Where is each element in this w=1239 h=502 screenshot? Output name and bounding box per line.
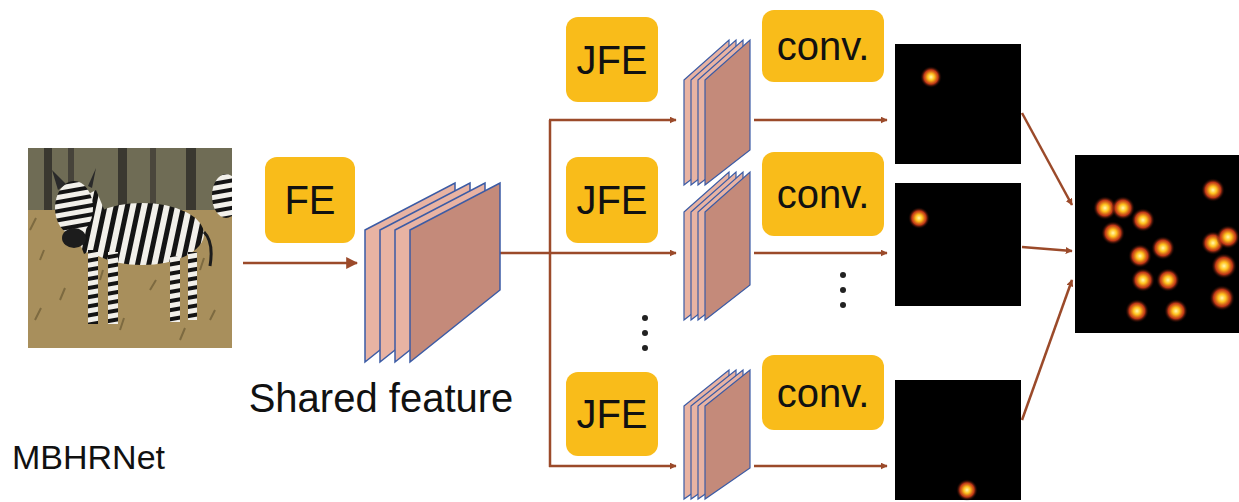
zebra-partial <box>212 174 232 218</box>
photo-ground <box>28 148 232 348</box>
flow-arrow <box>754 119 887 122</box>
heat-blob <box>1164 299 1188 323</box>
zebra-head <box>55 181 93 235</box>
flow-arrow <box>500 252 676 255</box>
flow-arrow <box>243 262 357 265</box>
dot <box>642 315 648 321</box>
module-label: JFE <box>576 39 647 81</box>
zebra-leg <box>88 250 98 324</box>
dot <box>840 272 846 278</box>
tree-trunk <box>44 148 52 218</box>
heat-blob <box>1111 196 1135 220</box>
module-label: JFE <box>576 393 647 435</box>
dot <box>840 302 846 308</box>
flow-arrow <box>549 465 676 468</box>
heat-blob <box>908 207 930 229</box>
feature-slice <box>410 183 500 362</box>
flow-arrow <box>754 252 887 255</box>
heat-blob <box>1209 285 1235 311</box>
zebra-photo <box>28 148 232 348</box>
heat-blob <box>1211 253 1237 279</box>
ellipsis-dots <box>642 272 846 351</box>
heat-blob <box>1156 268 1180 292</box>
zebra <box>52 168 211 324</box>
zebra-tail <box>204 232 211 266</box>
heatmap <box>895 183 1021 306</box>
heatmap-ground <box>895 380 1021 500</box>
module-label: conv. <box>777 372 870 414</box>
heatmap-ground <box>895 183 1021 306</box>
dot <box>642 330 648 336</box>
module-box: JFE <box>566 157 658 243</box>
module-box: JFE <box>566 372 658 456</box>
module-label: FE <box>284 179 335 221</box>
feature-slice <box>705 172 750 320</box>
heat-blob <box>1151 236 1175 260</box>
module-box: conv. <box>762 10 884 82</box>
flow-arrow <box>1022 247 1072 251</box>
module-box: conv. <box>762 152 884 236</box>
flow-arrow <box>1022 280 1072 420</box>
heat-blob <box>1201 178 1225 202</box>
branch-feature-stack <box>684 370 750 499</box>
tree-trunk <box>150 148 156 210</box>
combined-heatmap <box>1075 155 1239 333</box>
module-label: conv. <box>777 173 870 215</box>
module-label: JFE <box>576 179 647 221</box>
feature-slice <box>705 40 750 185</box>
heat-blob <box>956 479 978 501</box>
module-box: FE <box>265 157 355 243</box>
module-label: conv. <box>777 25 870 67</box>
dot <box>642 345 648 351</box>
feature-slice <box>705 370 750 499</box>
flow-arrow <box>754 465 887 468</box>
branch-feature-stack <box>684 40 750 185</box>
module-box: conv. <box>762 355 884 430</box>
heatmap-ground <box>895 44 1021 164</box>
heat-blob <box>1128 244 1152 268</box>
dot <box>840 287 846 293</box>
network-name: MBHRNet <box>12 440 165 474</box>
branch-line <box>549 120 552 467</box>
heatmap <box>895 44 1021 164</box>
heat-blob <box>1131 208 1155 232</box>
zebra-muzzle <box>62 228 86 248</box>
heat-blob <box>920 66 942 88</box>
heat-blob <box>1216 225 1239 249</box>
tree-trunk <box>186 148 196 218</box>
heat-blob <box>1125 299 1149 323</box>
zebra-ear <box>52 170 66 190</box>
flow-arrow <box>1022 113 1072 205</box>
heat-blob <box>1131 268 1155 292</box>
flow-arrow <box>549 119 676 122</box>
module-box: JFE <box>566 17 658 102</box>
shared-feature-stack <box>365 183 500 362</box>
zebra-leg <box>188 252 197 320</box>
heat-blob <box>1101 221 1125 245</box>
heatmap <box>895 380 1021 501</box>
branch-feature-stack <box>684 172 750 320</box>
zebra-leg <box>170 256 180 322</box>
zebra-leg <box>108 252 118 324</box>
feature-caption: Shared feature <box>249 378 514 418</box>
heatmap-ground <box>1075 155 1239 333</box>
zebra-ear <box>88 168 96 188</box>
